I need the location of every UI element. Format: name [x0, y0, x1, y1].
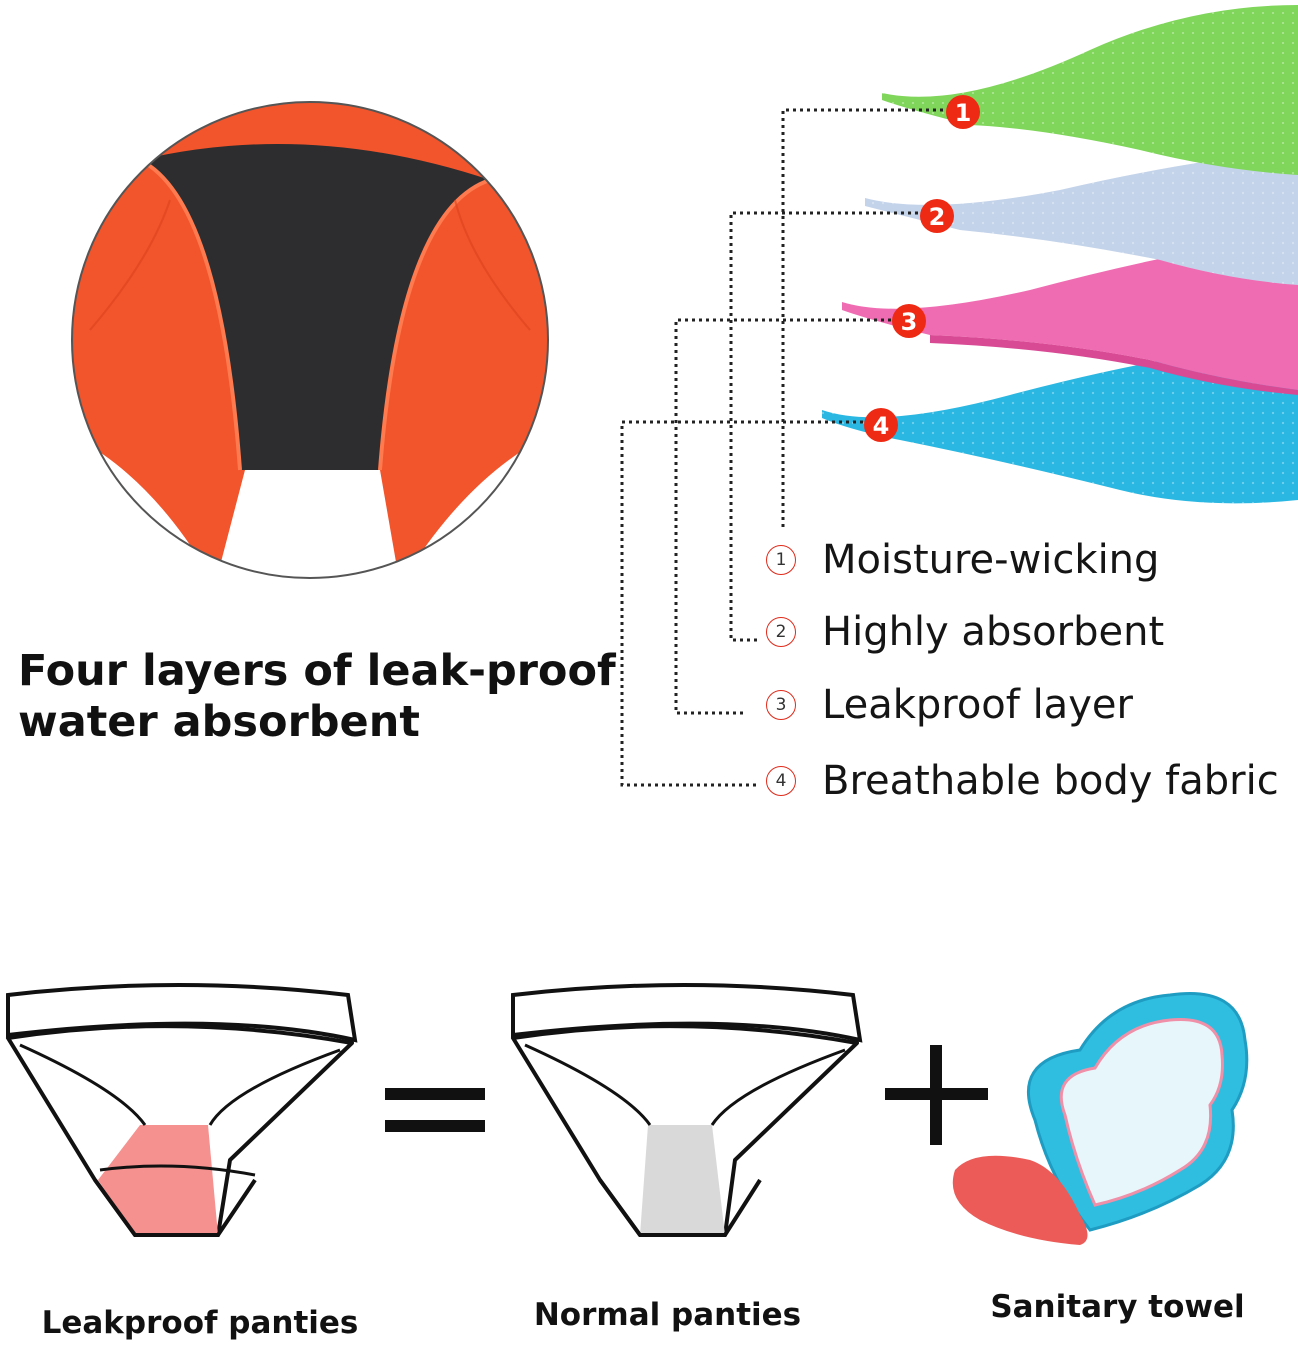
layer-badge-3: 3 — [892, 304, 926, 338]
layer-badge-4-number: 4 — [873, 412, 890, 440]
fabric-layer-1 — [882, 5, 1298, 175]
caption-leakproof-panties: Leakproof panties — [41, 1305, 359, 1341]
legend-item-1: 1 Moisture-wicking — [766, 535, 1159, 585]
product-closeup-photo — [71, 101, 549, 579]
headline: Four layers of leak-proof water absorben… — [18, 646, 618, 748]
legend-number-4: 4 — [766, 766, 796, 796]
fabric-layer-2 — [865, 150, 1298, 285]
legend-item-4: 4 Breathable body fabric — [766, 756, 1279, 806]
fabric-layer-3 — [842, 235, 1298, 395]
layer-badge-2-number: 2 — [929, 203, 946, 231]
leader-lines — [620, 108, 950, 787]
leakproof-panties-icon — [6, 983, 358, 1237]
legend-number-1: 1 — [766, 545, 796, 575]
fabric-layer-4 — [822, 340, 1298, 504]
legend-number-2: 2 — [766, 617, 796, 647]
equals-sign-icon — [385, 1088, 485, 1132]
legend-label-4: Breathable body fabric — [822, 758, 1279, 804]
headline-line-1: Four layers of leak-proof — [18, 646, 616, 696]
layer-badge-3-number: 3 — [901, 308, 918, 336]
layer-badge-2: 2 — [920, 199, 954, 233]
caption-normal-panties: Normal panties — [533, 1297, 802, 1333]
legend-item-3: 3 Leakproof layer — [766, 680, 1133, 730]
legend-label-2: Highly absorbent — [822, 609, 1165, 655]
layer-badge-1: 1 — [946, 95, 980, 129]
legend-item-2: 2 Highly absorbent — [766, 607, 1164, 657]
legend-number-3: 3 — [766, 690, 796, 720]
caption-sanitary-towel: Sanitary towel — [990, 1289, 1245, 1325]
layer-badge-4: 4 — [864, 408, 898, 442]
legend-label-3: Leakproof layer — [822, 682, 1133, 728]
headline-line-2: water absorbent — [18, 697, 420, 747]
plus-sign-icon — [885, 1045, 988, 1145]
layer-badge-1-number: 1 — [955, 99, 972, 127]
normal-panties-icon — [511, 983, 863, 1237]
sanitary-towel-icon — [952, 992, 1249, 1245]
legend-label-1: Moisture-wicking — [822, 537, 1160, 583]
